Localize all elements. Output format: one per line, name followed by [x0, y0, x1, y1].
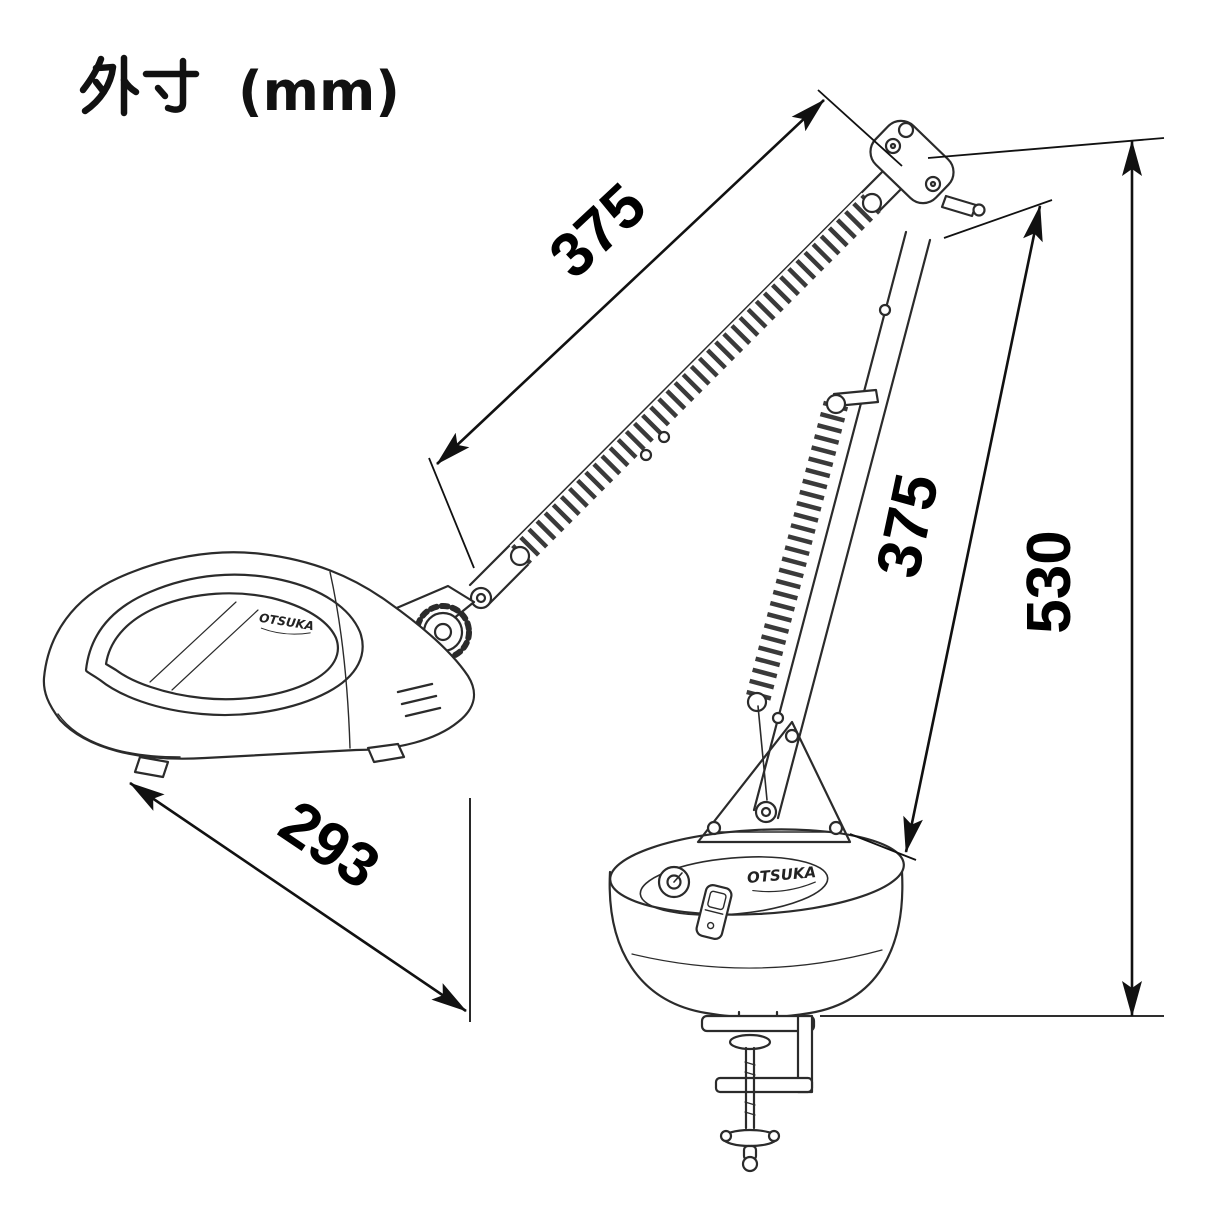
dimension-head-width: 293: [129, 781, 471, 1022]
elbow-pivot-screw: [475, 592, 487, 604]
bracket-screw-icon: [828, 820, 844, 836]
wing-knob[interactable]: [719, 1128, 781, 1173]
tension-lever: [940, 194, 978, 218]
vent-slot: [400, 694, 438, 706]
clamp-screw[interactable]: [744, 1046, 756, 1130]
vent-slot: [404, 706, 442, 718]
dimension-line: [903, 205, 1043, 853]
base-logo: OTSUKA: [746, 863, 817, 893]
logo-underline: [752, 881, 816, 893]
lens-reflection: [149, 601, 237, 683]
vent-slot: [396, 682, 434, 694]
joint-screw-icon: [924, 175, 942, 193]
dimension-line: [129, 781, 467, 1013]
rail-pin: [771, 711, 785, 725]
triangle-plate: [696, 720, 852, 844]
lamp-base: OTSUKA: [608, 828, 905, 1019]
clamp: [700, 1010, 816, 1173]
head-rim-edge: [57, 713, 181, 758]
head-foot: [366, 742, 406, 764]
lens-frame: [84, 573, 364, 717]
head-outer-shell: [42, 551, 476, 760]
magnifier-head: OTSUKA: [42, 551, 476, 779]
base-pivot: [754, 800, 778, 824]
power-switch[interactable]: [695, 884, 733, 941]
clamp-pad: [728, 1033, 772, 1051]
lens-glass: [104, 592, 339, 701]
head-foot: [133, 755, 170, 779]
lens-reflection: [171, 609, 259, 691]
dimension-label-overall-height: 530: [1015, 530, 1084, 633]
title-kanji-gai: [79, 54, 140, 117]
top-cap-bolt: [897, 121, 915, 139]
joint-screw-center: [929, 180, 937, 188]
lower-arm-spring: [742, 388, 880, 801]
dimension-lower-arm: 375: [849, 199, 1053, 861]
base-logo-text: OTSUKA: [746, 863, 817, 887]
rail-pin: [878, 303, 892, 317]
bracket-screw-icon: [784, 728, 800, 744]
dimension-label-lower-arm: 375: [863, 468, 952, 584]
base-seam: [631, 949, 883, 969]
joint-screw-icon: [884, 137, 902, 155]
base-pivot-screw: [760, 806, 772, 818]
page-title: (mm): [79, 54, 400, 123]
extension-line: [428, 457, 475, 569]
dimension-line: [436, 99, 825, 465]
power-knob[interactable]: [657, 865, 691, 899]
bracket-screw-icon: [706, 820, 722, 836]
joint-screw-center: [889, 142, 897, 150]
housing-crease: [329, 571, 351, 749]
extension-line: [927, 137, 1165, 159]
dimension-overall-height: 530: [820, 137, 1165, 1017]
tension-lever-knob: [972, 203, 986, 217]
clamp-upper-jaw: [700, 1014, 816, 1033]
dimension-label-head-width: 293: [267, 787, 391, 902]
title-kanji: [79, 54, 200, 117]
elbow-pivot: [469, 586, 493, 610]
title-kanji-sun: [142, 57, 200, 113]
spring-anchor-pin: [657, 430, 671, 444]
title-unit: (mm): [238, 60, 400, 123]
extension-line: [849, 833, 917, 861]
base-bracket-triangle: [696, 720, 852, 844]
spring-anchor-pin: [639, 448, 653, 462]
dimension-upper-arm: 375: [428, 89, 903, 569]
extension-line: [817, 89, 903, 167]
control-panel: [639, 856, 829, 916]
logo-underline: [260, 627, 311, 635]
clamp-lower-jaw: [714, 1076, 814, 1094]
